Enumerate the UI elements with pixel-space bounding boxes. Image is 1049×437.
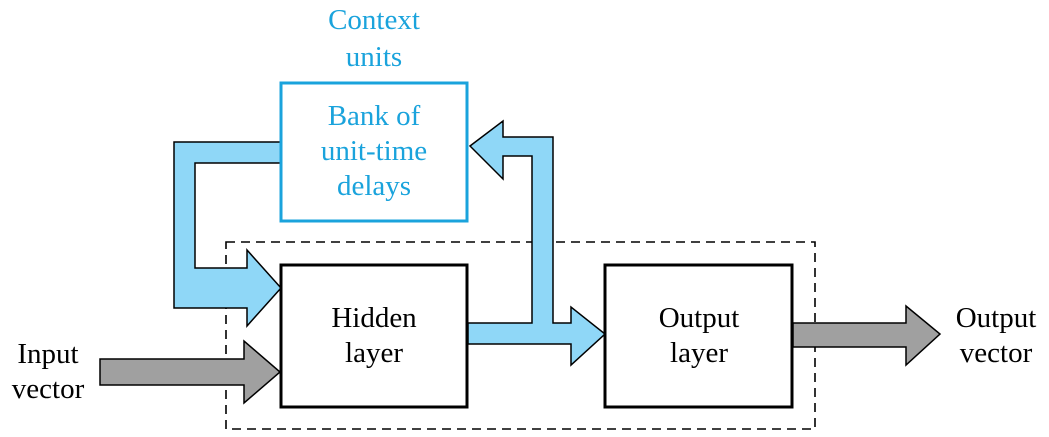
output-layer-line2: layer: [670, 337, 728, 369]
hidden-layer-box: [279, 263, 469, 409]
context-units-box: [279, 81, 469, 223]
output-vector-line1: Output: [956, 302, 1037, 334]
context-box-line2: unit-time: [321, 135, 427, 167]
output-layer-line1: Output: [659, 302, 740, 334]
output-arrow: [792, 304, 942, 367]
hidden-layer-line2: layer: [345, 337, 403, 369]
input-arrow: [99, 339, 282, 405]
context-to-hidden-arrow: [173, 141, 283, 328]
hidden-to-output-arrow: [467, 119, 607, 367]
output-layer-box: [603, 263, 794, 409]
input-vector-line1: Input: [17, 338, 78, 370]
context-box-line3: delays: [337, 170, 411, 202]
hidden-layer-line1: Hidden: [331, 302, 417, 334]
context-title-line2: units: [346, 41, 402, 73]
output-vector-line2: vector: [960, 337, 1033, 369]
context-title-line1: Context: [328, 4, 420, 36]
input-vector-line2: vector: [12, 373, 85, 405]
context-box-line1: Bank of: [328, 100, 421, 132]
